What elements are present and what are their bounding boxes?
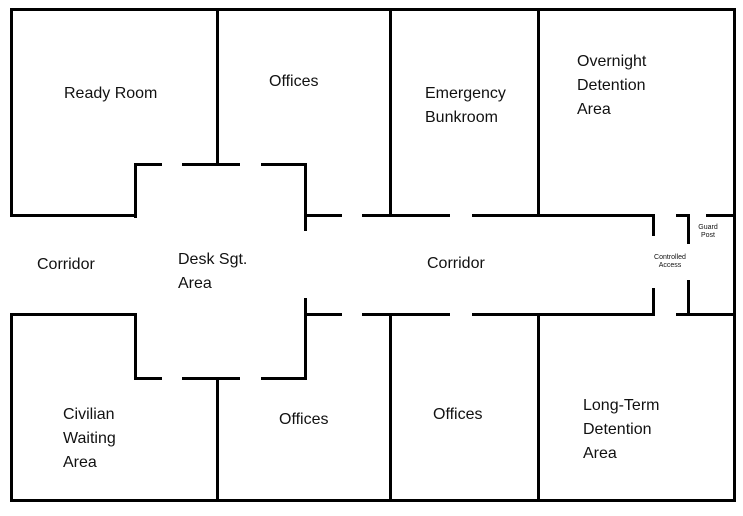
wall-waiting-offices [216,379,219,501]
guard-post-label: Guard Post [698,224,718,239]
access-wall-mid-b [687,280,690,316]
corridor-main-label: Corridor [427,255,485,272]
access-wall-mid-a [687,214,690,244]
offices-bottom-mid-label: Offices [433,406,483,423]
access-wall-left-a [652,214,655,236]
offices-top-label: Offices [269,73,319,90]
corridor-top-seg-1 [306,214,342,217]
left-corridor-wall-bottom [10,313,136,316]
wall-ready-offices [216,10,219,165]
access-wall-left-b [652,288,655,316]
long-term-detention-label: Long-Term Detention Area [583,397,660,462]
wall-bunkroom-overnight [537,10,540,216]
corridor-bottom-seg-2 [362,313,450,316]
desk-area-bottom-a [135,377,162,380]
desk-area-bottom-b [182,377,240,380]
desk-sgt-area-label: Desk Sgt. Area [178,251,248,292]
outer-wall-bottom [10,499,736,502]
outer-wall-right [733,8,736,502]
desk-area-top-c [261,163,306,166]
corridor-bottom-seg-4 [676,313,734,316]
desk-area-top-b [182,163,240,166]
controlled-access-label: Controlled Access [654,254,686,269]
corridor-top-seg-5 [706,214,734,217]
corridor-bottom-seg-3 [472,313,653,316]
offices-bottom-left-label: Offices [279,411,329,428]
outer-wall-top [10,8,736,11]
corridor-top-seg-3 [472,214,653,217]
civilian-waiting-label: Civilian Waiting Area [63,406,116,471]
desk-area-right-b [304,298,307,380]
corridor-left-label: Corridor [37,256,95,273]
desk-area-left-b [134,313,137,380]
corridor-top-seg-4 [676,214,688,217]
emergency-bunkroom-label: Emergency Bunkroom [425,85,506,126]
wall-offices-offices [389,314,392,501]
wall-offices-longterm [537,314,540,501]
outer-wall-left-upper [10,8,13,216]
overnight-detention-label: Overnight Detention Area [577,53,647,118]
wall-offices-bunkroom [389,10,392,216]
desk-area-left-a [134,163,137,218]
ready-room-label: Ready Room [64,85,158,102]
left-corridor-wall-top [10,214,136,217]
outer-wall-left-lower [10,314,13,502]
corridor-top-seg-2 [362,214,450,217]
desk-area-bottom-c [261,377,306,380]
desk-area-right-a [304,163,307,231]
corridor-bottom-seg-1 [306,313,342,316]
desk-area-top-a [135,163,162,166]
